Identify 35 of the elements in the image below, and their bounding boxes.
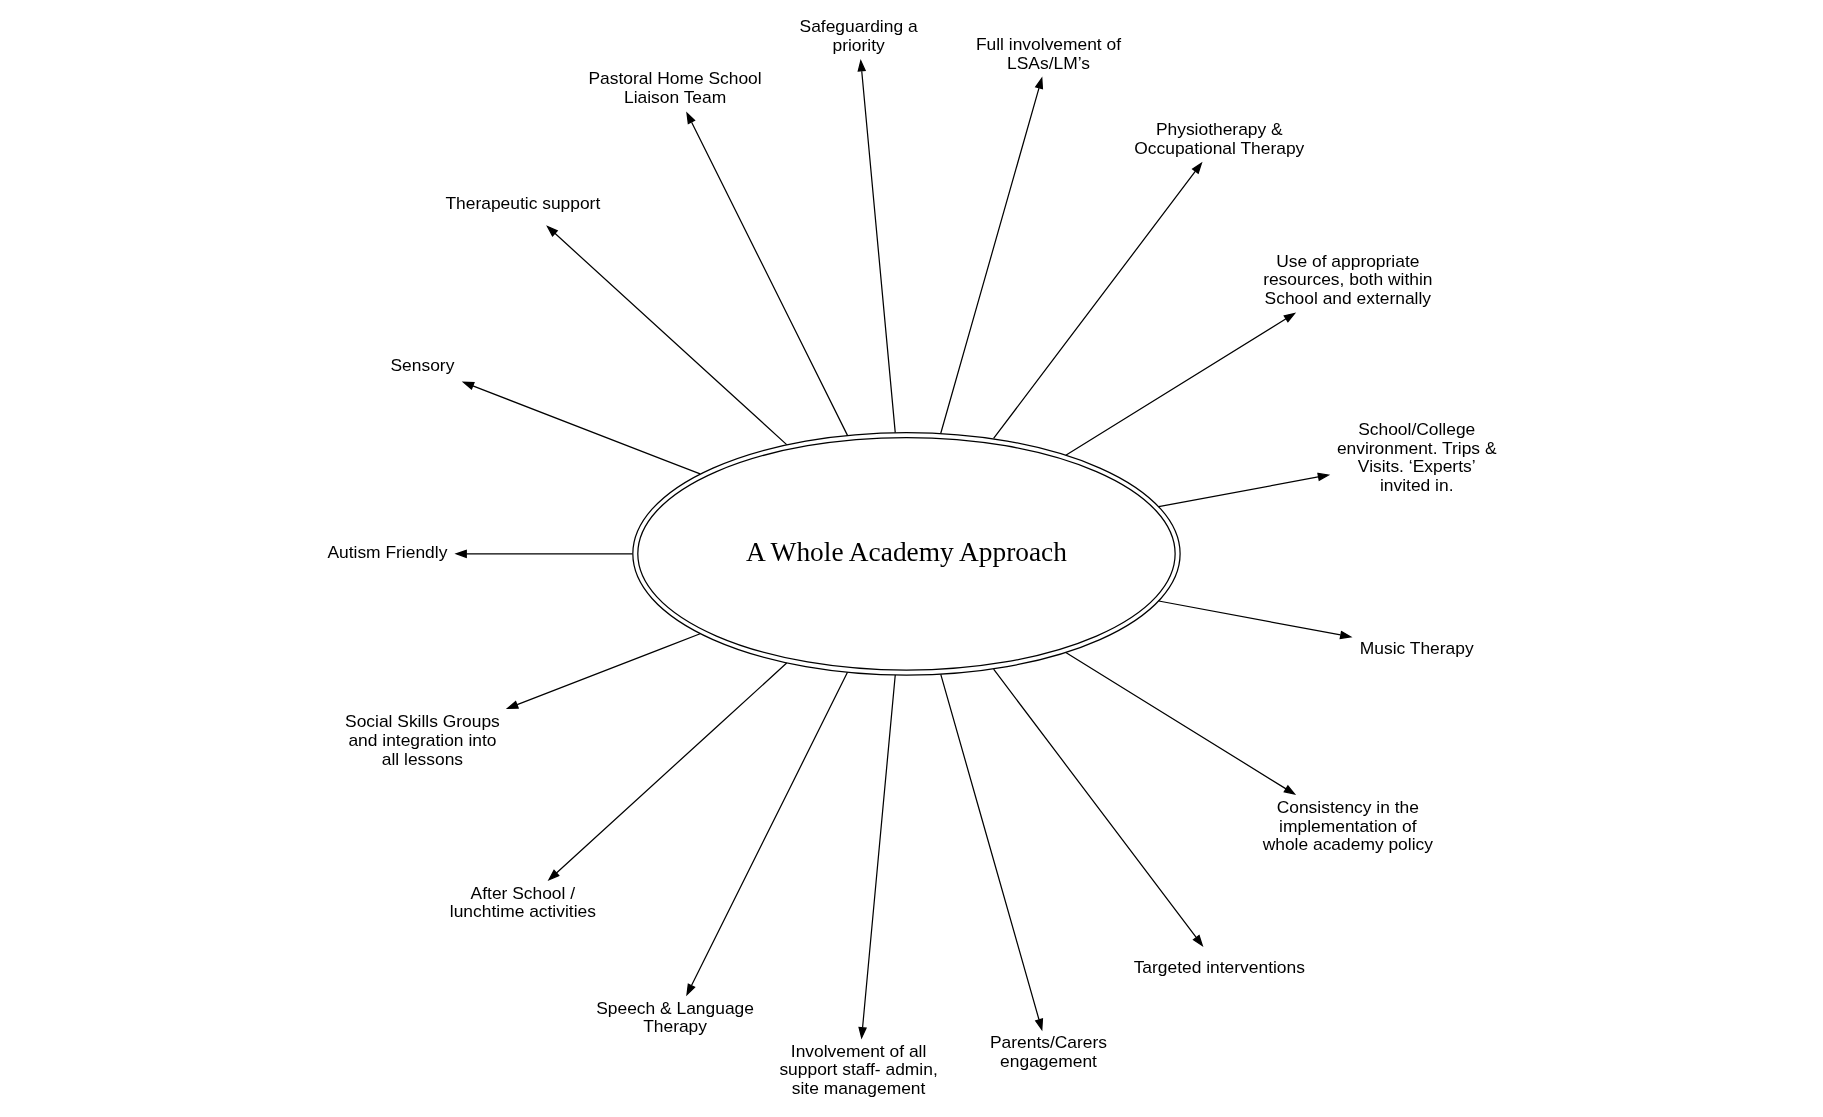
arrow (992, 161, 1203, 440)
node-text: Involvement of all support staff- admin, site management (778, 1040, 938, 1098)
node-text: Use of appropriate resources, both within School and externally (1262, 250, 1432, 308)
arrow (939, 76, 1043, 434)
arrow (685, 671, 848, 997)
node-text: Social Skills Groups and integration into all lessons (344, 711, 500, 769)
node-text: After School / lunchtime activities (449, 882, 596, 922)
arrow (939, 673, 1043, 1032)
arrow (453, 549, 633, 559)
arrow (992, 668, 1203, 948)
node-text: Parents/Carers engagement (989, 1032, 1107, 1072)
arrow (461, 381, 701, 475)
arrow (1157, 600, 1352, 640)
node-text: Physiotherapy & Occupational Therapy (1133, 118, 1304, 158)
node-text: Pastoral Home School Liaison Team (588, 68, 762, 108)
node-ellipse: A Whole Academy Approach (631, 431, 1181, 676)
arrow (505, 633, 701, 710)
node-text: School/College environment. Trips & Visits. ‘Experts’ invited in. (1336, 419, 1497, 496)
node-text: Music Therapy (1359, 637, 1474, 658)
arrow (856, 59, 896, 434)
arrow (1157, 472, 1330, 508)
node-text: Speech & Language Therapy (595, 997, 754, 1037)
arrow (1064, 651, 1296, 796)
arrow (547, 662, 787, 881)
node-text: Targeted interventions (1133, 956, 1305, 977)
arrow (857, 674, 896, 1040)
arrow (685, 111, 848, 436)
node-text: Therapeutic support (444, 192, 600, 213)
node-text: Full involvement of LSAs/LM’s (975, 33, 1121, 73)
node-text: Autism Friendly (326, 542, 447, 563)
arrow (545, 225, 787, 446)
node-text: Sensory (390, 354, 454, 375)
node-text: Safeguarding a priority (799, 16, 918, 55)
node-text: Consistency in the implementation of whole academy policy (1262, 797, 1433, 855)
arrow (1064, 312, 1296, 456)
